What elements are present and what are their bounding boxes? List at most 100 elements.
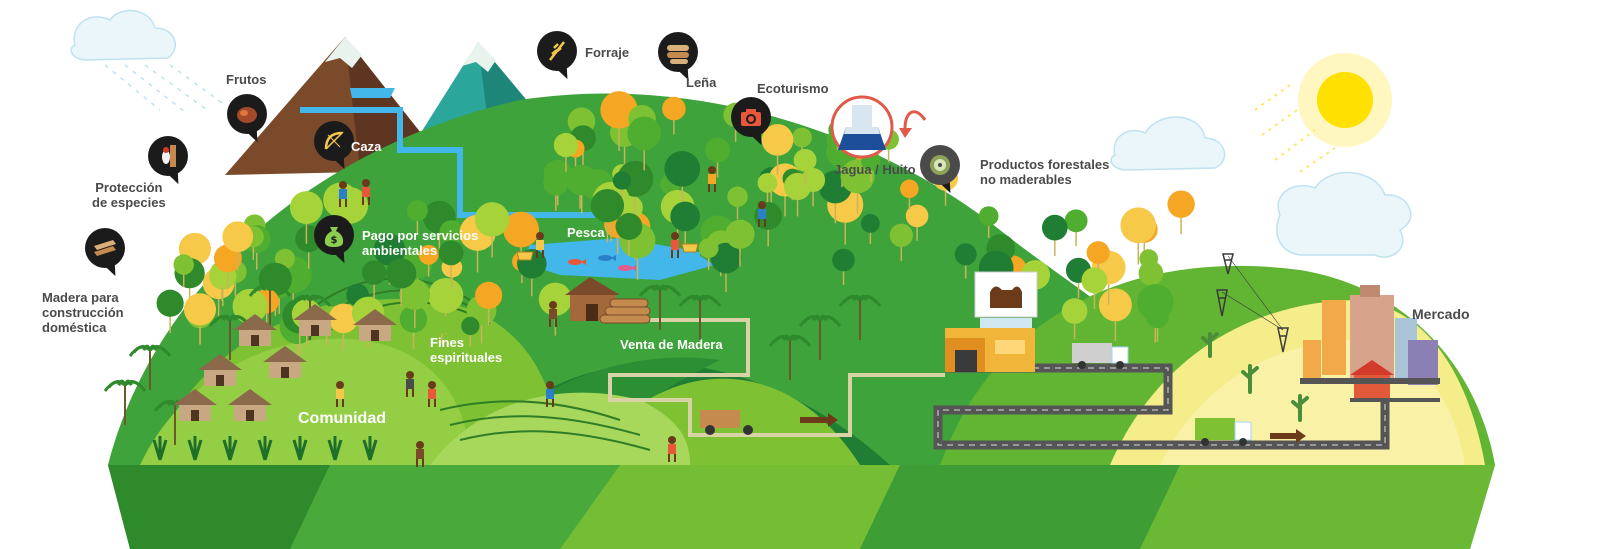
fish-tail [631, 265, 636, 271]
svg-text:$: $ [331, 235, 338, 246]
label-pago-servicios: Pago por servicios ambientales [362, 228, 479, 258]
basket [516, 251, 534, 261]
person-head [362, 179, 370, 187]
power-towers [1216, 253, 1289, 353]
tree-crown [1081, 267, 1108, 294]
label-mercado: Mercado [1412, 306, 1470, 322]
hut-roof [198, 354, 242, 370]
person-body [708, 174, 716, 184]
person-legs [708, 184, 716, 192]
person-legs [671, 250, 679, 258]
tree-crown [183, 293, 217, 326]
tree-crown [361, 260, 387, 285]
tree-crown [727, 186, 748, 207]
palm-frond [699, 295, 722, 307]
tree-crown [954, 243, 977, 266]
money-bag-icon-pin: $ [314, 215, 354, 267]
camera-icon-pin [731, 97, 771, 149]
person-legs [339, 199, 347, 207]
tree-crown [543, 170, 569, 196]
person-legs [668, 454, 676, 462]
person-head [428, 381, 436, 389]
person-legs [758, 219, 766, 227]
person-body [546, 389, 554, 399]
fish-tail [581, 259, 586, 265]
tree-crown [1167, 190, 1195, 218]
label-madera-construccion: Madera para construcción doméstica [42, 290, 124, 335]
label-comunidad: Comunidad [298, 410, 386, 427]
tree-crown [754, 202, 783, 230]
tree-crown [439, 220, 464, 245]
tree-crown [503, 211, 540, 248]
palm-frond [659, 285, 682, 297]
label-ecoturismo: Ecoturismo [757, 81, 829, 96]
palm-frond [149, 345, 172, 357]
timber-truck [700, 410, 838, 435]
tree-crown [761, 124, 794, 156]
money-bag-icon: $ [324, 227, 344, 247]
hut-door [311, 325, 319, 336]
label-caza: Caza [351, 139, 382, 154]
cacti [1201, 332, 1309, 422]
tree-crown [698, 238, 719, 259]
people [336, 166, 766, 467]
palm-frond [309, 295, 332, 307]
ground-base [108, 465, 1495, 549]
tree-crown [1041, 214, 1068, 241]
bow-arrow-icon-pin [314, 121, 354, 173]
tree-crown [670, 201, 700, 232]
market-road [933, 363, 1390, 450]
person-body [406, 379, 414, 389]
person-head [758, 201, 766, 209]
tree-crown [615, 213, 643, 240]
person-body [362, 187, 370, 197]
tree-crown [900, 179, 919, 199]
tree-crown [705, 137, 731, 163]
person-body [536, 240, 544, 250]
tree-crown [1138, 260, 1164, 286]
person-head [416, 441, 424, 449]
fruit-icon [237, 107, 257, 123]
forest-canopy [156, 91, 1195, 366]
timber-road [608, 318, 945, 437]
lumber-icon-pin [85, 228, 125, 280]
person-legs [546, 399, 554, 407]
tree-crown [222, 221, 254, 253]
fish-tail [611, 255, 616, 261]
jagua-flask [830, 95, 927, 159]
young-plant [362, 436, 378, 461]
hut-roof [263, 346, 307, 362]
young-plant [292, 436, 308, 461]
tree-crown [793, 148, 817, 172]
person-body [339, 189, 347, 199]
tree-crown [860, 213, 880, 233]
person-legs [416, 459, 424, 467]
tree-crown [553, 132, 579, 158]
tree-crown [173, 254, 194, 275]
community-huts [173, 304, 397, 421]
tree-crown [461, 316, 480, 336]
tree-crown [475, 281, 503, 309]
young-plant [187, 436, 203, 461]
camera-icon [741, 109, 761, 126]
person-head [668, 436, 676, 444]
person-body [416, 449, 424, 459]
person-legs [406, 389, 414, 397]
palm-frond [269, 285, 292, 297]
tree-crown [783, 172, 812, 201]
tree-crown [590, 189, 625, 223]
tree-crown [664, 150, 701, 187]
label-lena: Leña [686, 75, 717, 90]
fish [598, 255, 612, 261]
wheat-icon-pin [537, 31, 577, 83]
young-plant [327, 436, 343, 461]
palm-trees [103, 284, 882, 461]
tree-crown [627, 116, 662, 151]
tree-crown [1086, 241, 1110, 265]
tree-crown [978, 206, 999, 226]
tree-crown [232, 288, 268, 324]
fish [568, 259, 582, 265]
tree-crown [832, 248, 855, 272]
person-legs [549, 319, 557, 327]
